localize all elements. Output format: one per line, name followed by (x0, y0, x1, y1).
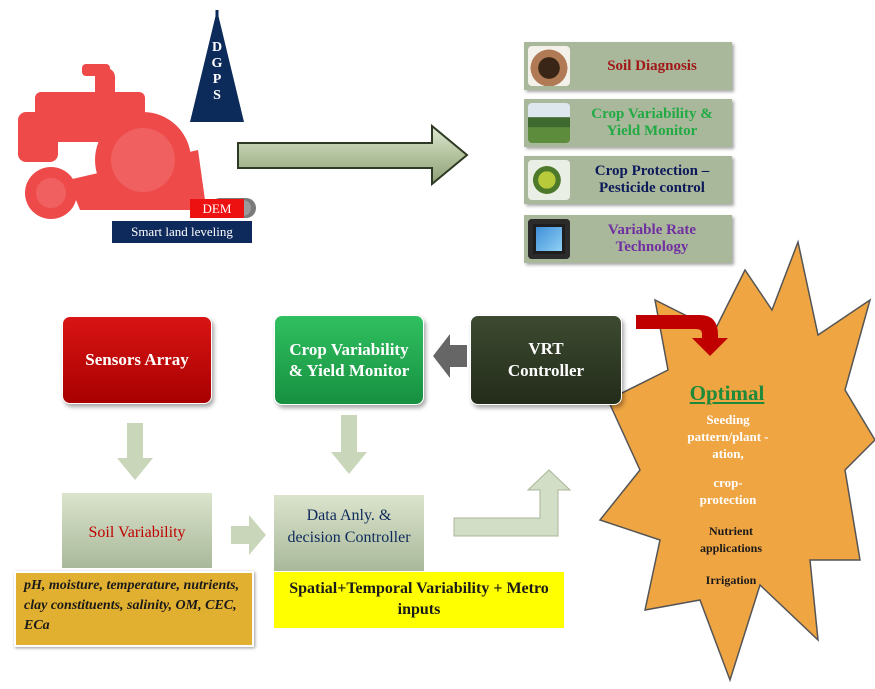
dgps-label: D G P S (205, 40, 229, 104)
feature-crop-variability: Crop Variability & Yield Monitor (524, 99, 732, 147)
crop-variability-label: Crop Variability & Yield Monitor (288, 340, 410, 380)
pesticide-sprayer-icon (528, 160, 570, 200)
soil-parameters-text: pH, moisture, temperature, nutrients, cl… (24, 578, 240, 633)
feature-crop-protection: Crop Protection – Pesticide control (524, 156, 732, 204)
main-right-arrow (237, 123, 469, 187)
dgps-letter: S (213, 88, 221, 103)
optimal-item: Irrigation (705, 573, 757, 587)
vrt-to-crop-arrow (433, 334, 467, 378)
data-analysis-box (274, 495, 424, 571)
smart-land-leveling-label: Smart land leveling (112, 221, 252, 243)
feature-soil-diagnosis: Soil Diagnosis (524, 42, 732, 90)
soil-to-data-arrow (231, 515, 266, 555)
soil-parameters-box: pH, moisture, temperature, nutrients, cl… (14, 571, 254, 647)
dgps-letter: G (211, 56, 223, 71)
soil-in-hands-icon (528, 46, 570, 86)
feature-label: Variable Rate Technology (607, 222, 697, 255)
vrt-controller-box: VRT Controller (470, 315, 622, 405)
tablet-device-icon (528, 219, 570, 259)
feature-variable-rate: Variable Rate Technology (524, 215, 732, 263)
optimal-star (598, 239, 875, 683)
optimal-title: Optimal (689, 381, 765, 405)
dem-label: DEM (190, 199, 244, 218)
data-to-vrt-arrow (453, 469, 572, 537)
feature-label: Crop Variability & Yield Monitor (591, 106, 713, 139)
dgps-letter: P (212, 72, 222, 87)
tablet-screen (536, 227, 562, 251)
soil-variability-label: Soil Variability (88, 524, 186, 541)
data-analysis-label: Data Anly. & decision Controller (287, 507, 411, 546)
crop-down-arrow (331, 415, 367, 474)
sensors-down-arrow (117, 423, 153, 480)
feature-label: Soil Diagnosis (607, 57, 697, 74)
sensors-array-label: Sensors Array (85, 350, 189, 369)
crop-field-icon (528, 103, 570, 143)
optimal-item: Seeding pattern/plant -ation, (687, 412, 769, 461)
spatial-temporal-box: Spatial+Temporal Variability + Metro inp… (274, 572, 564, 628)
spatial-temporal-text: Spatial+Temporal Variability + Metro inp… (289, 580, 549, 618)
optimal-item: Nutrient applications (699, 524, 762, 555)
optimal-item: crop-protection (699, 475, 757, 507)
soil-variability-box (62, 493, 212, 568)
vrt-controller-label: VRT Controller (507, 339, 585, 380)
sensors-array-box: Sensors Array (62, 316, 212, 404)
dgps-letter: D (211, 40, 223, 55)
vrt-to-star-arrow (636, 315, 728, 356)
crop-variability-box: Crop Variability & Yield Monitor (274, 315, 424, 405)
feature-label: Crop Protection – Pesticide control (594, 163, 710, 196)
